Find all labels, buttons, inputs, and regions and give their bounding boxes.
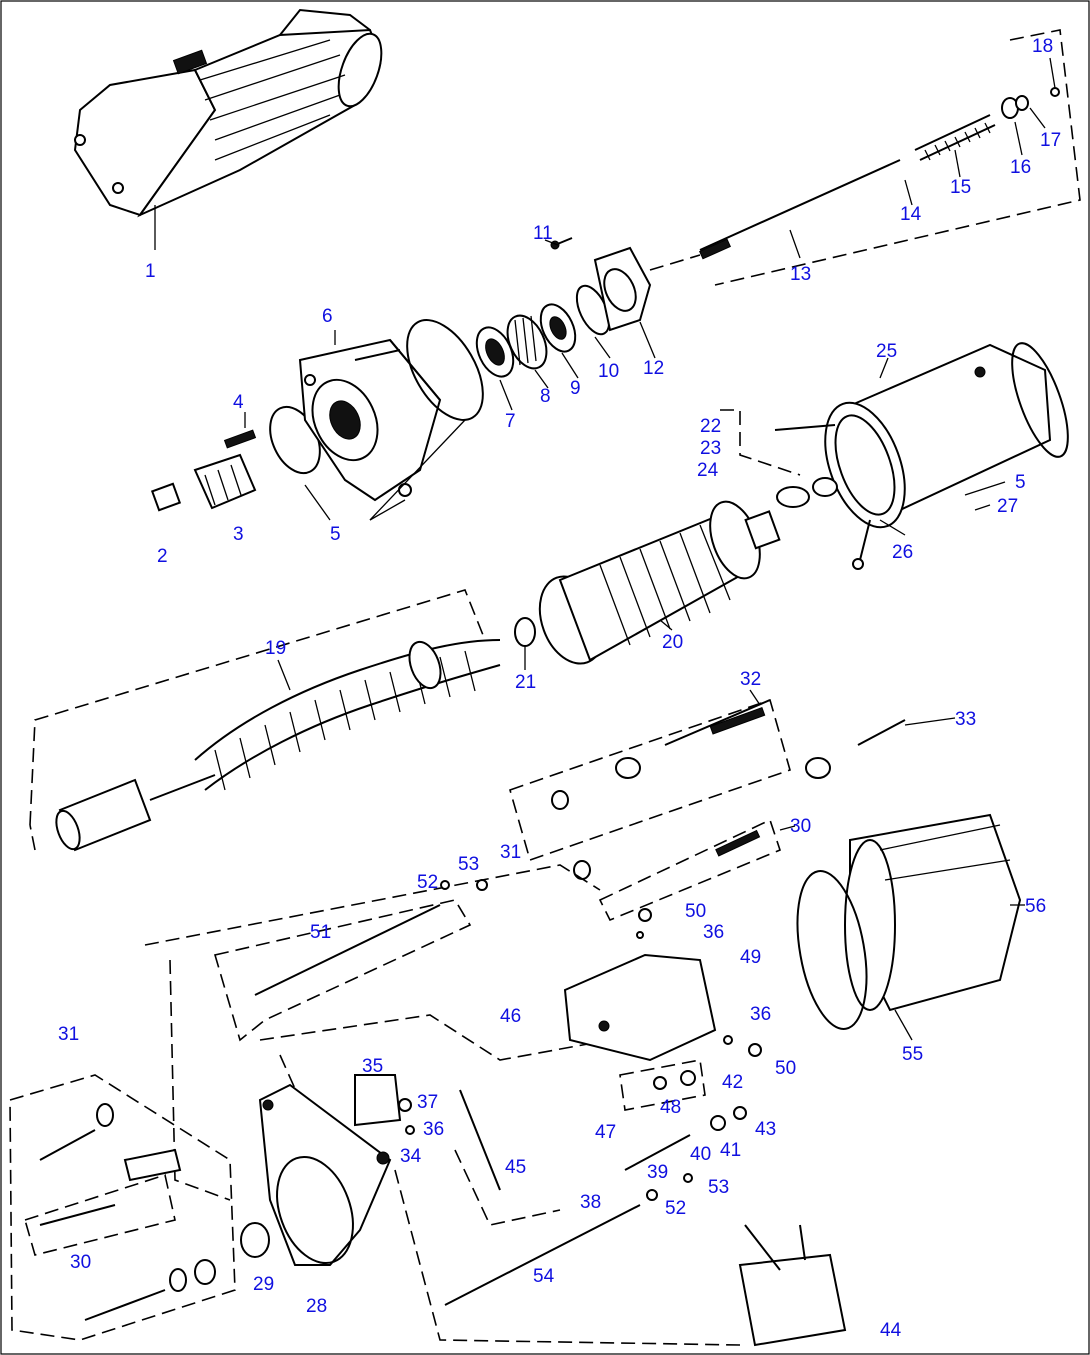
leader-lines xyxy=(244,57,1056,1041)
callout-30a: 30 xyxy=(70,1252,91,1273)
callout-6: 6 xyxy=(322,306,333,327)
callout-36b: 36 xyxy=(750,1004,771,1025)
callout-36a: 36 xyxy=(703,922,724,943)
part-19-drive-screw xyxy=(29,589,536,852)
callout-20: 20 xyxy=(662,632,683,653)
callout-12: 12 xyxy=(643,358,664,379)
callout-26: 26 xyxy=(892,542,913,563)
callout-16: 16 xyxy=(1010,157,1031,178)
callout-21: 21 xyxy=(515,672,536,693)
callout-18: 18 xyxy=(1032,36,1053,57)
callout-11: 11 xyxy=(533,223,553,244)
callout-9: 9 xyxy=(570,378,581,399)
callout-3: 3 xyxy=(233,524,244,545)
callout-31b: 31 xyxy=(500,842,521,863)
callout-46: 46 xyxy=(500,1006,521,1027)
callout-14: 14 xyxy=(900,204,922,225)
callout-49: 49 xyxy=(740,947,761,968)
callout-32: 32 xyxy=(740,669,761,690)
callout-24: 24 xyxy=(697,460,719,481)
callout-4: 4 xyxy=(233,392,244,413)
callout-25: 25 xyxy=(876,341,897,362)
callout-23: 23 xyxy=(700,438,721,459)
callout-34: 34 xyxy=(400,1146,422,1167)
callout-7: 7 xyxy=(505,411,516,432)
callout-38: 38 xyxy=(580,1192,601,1213)
callout-5a: 5 xyxy=(330,524,341,545)
callout-56: 56 xyxy=(1025,896,1046,917)
callout-35: 35 xyxy=(362,1056,383,1077)
callout-30b: 30 xyxy=(790,816,811,837)
callout-5b: 5 xyxy=(1015,472,1026,493)
callout-labels: 1 2 3 4 5 5 6 7 8 9 10 11 12 13 14 15 16… xyxy=(58,36,1061,1341)
part-25-field-frame xyxy=(720,342,1069,570)
part-20-armature xyxy=(538,500,781,665)
callout-17: 17 xyxy=(1040,130,1061,151)
callout-55: 55 xyxy=(902,1044,923,1065)
callout-22: 22 xyxy=(700,416,721,437)
callout-13: 13 xyxy=(790,264,811,285)
callout-33: 33 xyxy=(955,709,976,730)
callout-41: 41 xyxy=(720,1140,741,1161)
callout-8: 8 xyxy=(540,386,551,407)
callout-36c: 36 xyxy=(423,1119,444,1140)
callout-50a: 50 xyxy=(685,901,706,922)
parts-7-to-12 xyxy=(475,237,652,378)
callout-39: 39 xyxy=(647,1162,668,1183)
callout-19: 19 xyxy=(265,638,286,659)
callout-51: 51 xyxy=(310,922,331,943)
parts-2-to-5 xyxy=(150,405,321,512)
callout-48: 48 xyxy=(660,1097,681,1118)
callout-37: 37 xyxy=(417,1092,438,1113)
callout-54: 54 xyxy=(533,1266,555,1287)
callout-15: 15 xyxy=(950,177,971,198)
callout-52b: 52 xyxy=(665,1198,686,1219)
callout-1: 1 xyxy=(145,261,156,282)
callout-44: 44 xyxy=(880,1320,902,1341)
callout-10: 10 xyxy=(598,361,619,382)
callout-52a: 52 xyxy=(417,872,438,893)
callout-43: 43 xyxy=(755,1119,776,1140)
callout-27: 27 xyxy=(997,496,1018,517)
callout-29: 29 xyxy=(253,1274,274,1295)
parts-13-to-18-shaft xyxy=(649,29,1081,286)
part-6-drive-housing xyxy=(298,319,484,502)
callout-2: 2 xyxy=(157,546,168,567)
callout-50b: 50 xyxy=(775,1058,796,1079)
callout-53a: 53 xyxy=(458,854,479,875)
callout-42: 42 xyxy=(722,1072,743,1093)
parts-34-to-54-commutator-end xyxy=(9,864,847,1347)
callout-45: 45 xyxy=(505,1157,526,1178)
parts-55-56-cover xyxy=(796,813,1022,1030)
parts-30-to-33-brush-holders xyxy=(509,698,906,922)
callout-53b: 53 xyxy=(708,1177,729,1198)
callout-47: 47 xyxy=(595,1122,616,1143)
callout-31a: 31 xyxy=(58,1024,79,1045)
part-1-starter-assembly xyxy=(73,8,383,250)
callout-28: 28 xyxy=(306,1296,327,1317)
callout-40: 40 xyxy=(690,1144,711,1165)
